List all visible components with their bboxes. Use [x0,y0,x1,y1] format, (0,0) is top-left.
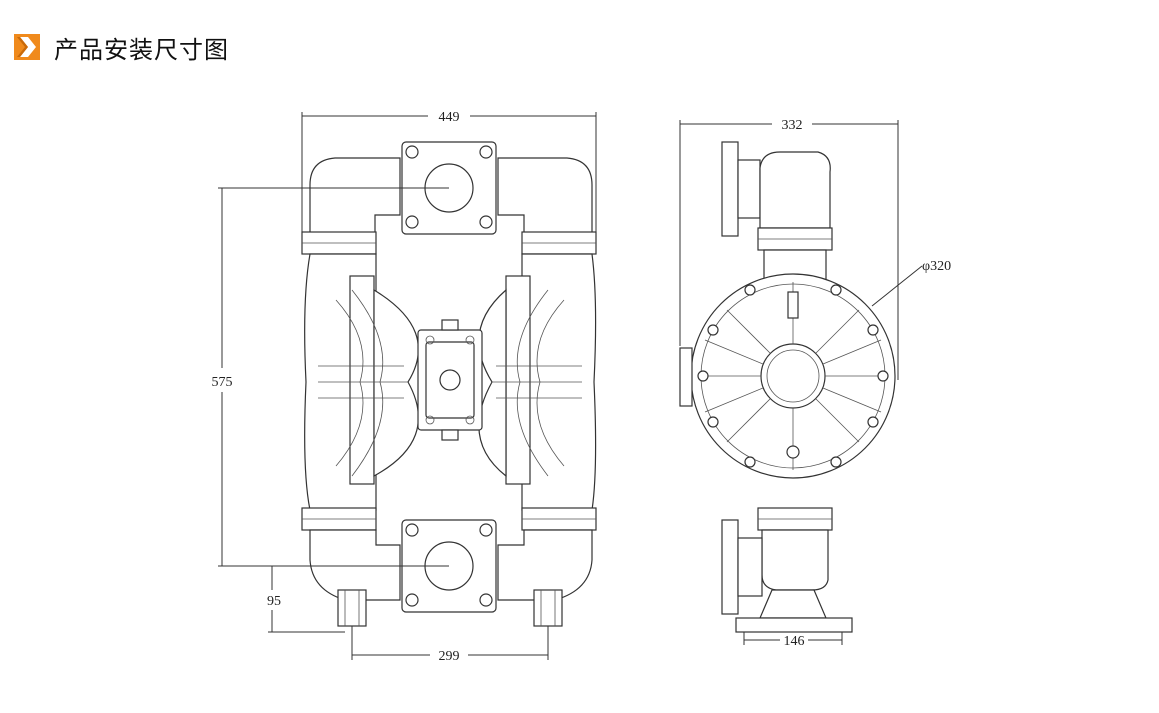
front-width-label: 449 [439,110,460,125]
chevron-right-icon [14,34,40,60]
front-view: 449 575 95 299 [212,110,597,664]
page-title: 产品安装尺寸图 [54,35,229,64]
section-header: 产品安装尺寸图 [14,30,229,64]
front-height-label: 575 [212,375,233,390]
side-view: 332 φ320 146 [679,118,951,649]
side-diameter-label: φ320 [922,259,951,274]
front-foot-spacing-label: 299 [439,649,460,664]
front-inlet-height-label: 95 [267,594,281,609]
side-base-label: 146 [784,634,805,649]
side-width-label: 332 [782,118,803,133]
